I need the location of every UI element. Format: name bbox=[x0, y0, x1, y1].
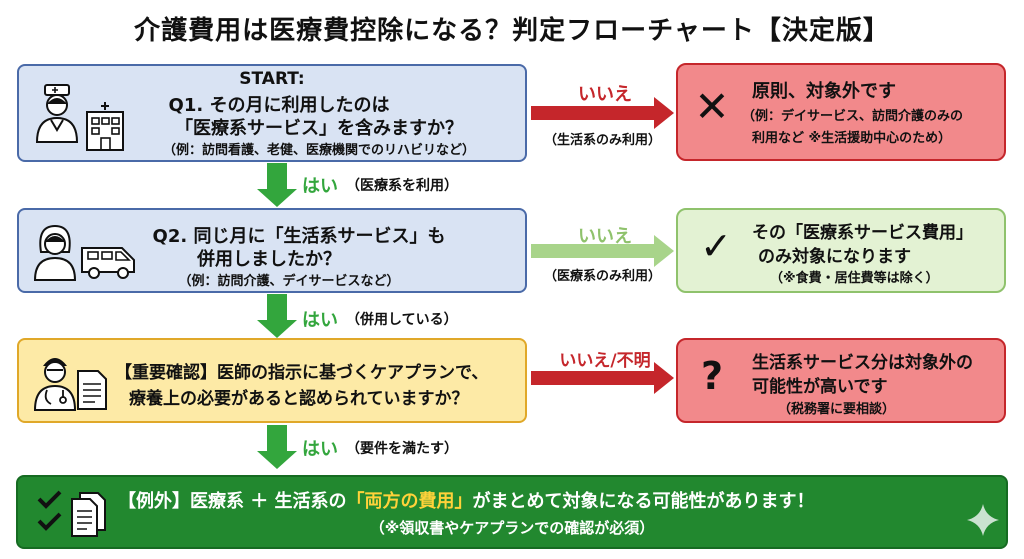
q3-yes-arrow bbox=[257, 425, 297, 471]
q1-no-label: いいえ bbox=[578, 84, 632, 105]
a3-line2: 可能性が高いです bbox=[752, 377, 888, 397]
final-prefix: 【例外】医療系 ＋ 生活系の bbox=[118, 491, 347, 512]
checklist-icon bbox=[37, 490, 62, 531]
final-highlight: 「両方の費用」 bbox=[346, 491, 473, 512]
answer-1-box: ✕ 原則、対象外です （例：デイサービス、訪問介護のみの 利用など ※生活援助中… bbox=[676, 63, 1006, 161]
q2-example: （例：訪問介護、デイサービスなど） bbox=[178, 274, 400, 289]
cross-icon: ✕ bbox=[694, 82, 730, 131]
q2-no-arrow bbox=[531, 235, 674, 267]
a1-line3: 利用など ※生活援助中心のため） bbox=[752, 131, 952, 146]
check-icon: ✓ bbox=[700, 224, 732, 268]
a2-line3: （※食費・居住費等は除く） bbox=[770, 271, 939, 286]
question-mark-icon: ? bbox=[700, 354, 724, 398]
sparkle-icon bbox=[967, 504, 999, 536]
q1-no-arrow bbox=[531, 97, 674, 129]
q2-yes-arrow bbox=[257, 294, 297, 339]
final-result-box: 【例外】医療系 ＋ 生活系の「両方の費用」がまとめて対象になる可能性があります！… bbox=[16, 475, 1008, 549]
q2-question-line1: Q2. 同じ月に「生活系サービス」も bbox=[152, 226, 446, 247]
q1-yes-label: はい bbox=[302, 176, 338, 197]
q3-question-line2: 療養上の必要があると認められていますか？ bbox=[129, 389, 469, 409]
q2-yes-label: はい bbox=[302, 310, 338, 331]
q2-no-label: いいえ bbox=[578, 226, 632, 247]
q3-no-arrow bbox=[531, 362, 674, 394]
final-note: （※領収書やケアプランでの確認が必須） bbox=[369, 519, 655, 537]
a1-line1: 原則、対象外です bbox=[752, 81, 896, 102]
answer-3-box: ? 生活系サービス分は対象外の 可能性が高いです （税務署に要相談） bbox=[676, 338, 1006, 423]
question-1-box: START: Q1. その月に利用したのは 「医療系サービス」を含みますか？ （… bbox=[17, 64, 527, 162]
q1-yes-note: （医療系を利用） bbox=[346, 178, 458, 194]
woman-icon bbox=[33, 224, 77, 281]
a3-line3: （税務署に要相談） bbox=[778, 402, 896, 417]
a2-line2: のみ対象になります bbox=[758, 247, 911, 267]
final-main-text: 【例外】医療系 ＋ 生活系の「両方の費用」がまとめて対象になる可能性があります！ bbox=[118, 487, 815, 513]
a2-line1: その「医療系サービス費用」 bbox=[752, 223, 973, 243]
page-title: 介護費用は医療費控除になる？判定フローチャート【決定版】 bbox=[134, 16, 890, 46]
q3-yes-label: はい bbox=[302, 439, 338, 460]
doctor-icon bbox=[33, 358, 77, 411]
q1-example: （例：訪問看護、老健、医療機関でのリハビリなど） bbox=[162, 143, 475, 158]
q3-yes-note: （要件を満たす） bbox=[346, 441, 458, 457]
document-icon bbox=[77, 370, 107, 410]
q3-no-label: いいえ/不明 bbox=[559, 351, 651, 371]
nurse-icon bbox=[35, 84, 79, 143]
q1-no-note: （生活系のみ利用） bbox=[543, 133, 661, 148]
q1-question-line1: Q1. その月に利用したのは bbox=[168, 95, 390, 116]
q1-start-label: START: bbox=[239, 69, 305, 89]
van-icon bbox=[81, 247, 135, 279]
q1-yes-arrow bbox=[257, 163, 297, 208]
a3-line1: 生活系サービス分は対象外の bbox=[752, 353, 973, 373]
q2-no-note: （医療系のみ利用） bbox=[543, 269, 661, 284]
q3-question-line1: 【重要確認】医師の指示に基づくケアプランで、 bbox=[115, 363, 489, 383]
answer-2-box: ✓ その「医療系サービス費用」 のみ対象になります （※食費・居住費等は除く） bbox=[676, 208, 1006, 293]
question-3-box: 【重要確認】医師の指示に基づくケアプランで、 療養上の必要があると認められていま… bbox=[17, 338, 527, 423]
q1-question-line2: 「医療系サービス」を含みますか？ bbox=[175, 118, 463, 139]
a1-line2: （例：デイサービス、訪問介護のみの bbox=[742, 109, 964, 124]
final-suffix: がまとめて対象になる可能性があります！ bbox=[472, 491, 815, 512]
q2-question-line2: 併用しましたか？ bbox=[197, 249, 341, 270]
q2-yes-note: （併用している） bbox=[346, 312, 458, 328]
hospital-icon bbox=[86, 102, 124, 151]
documents-icon bbox=[71, 492, 106, 537]
question-2-box: Q2. 同じ月に「生活系サービス」も 併用しましたか？ （例：訪問介護、デイサー… bbox=[17, 208, 527, 293]
